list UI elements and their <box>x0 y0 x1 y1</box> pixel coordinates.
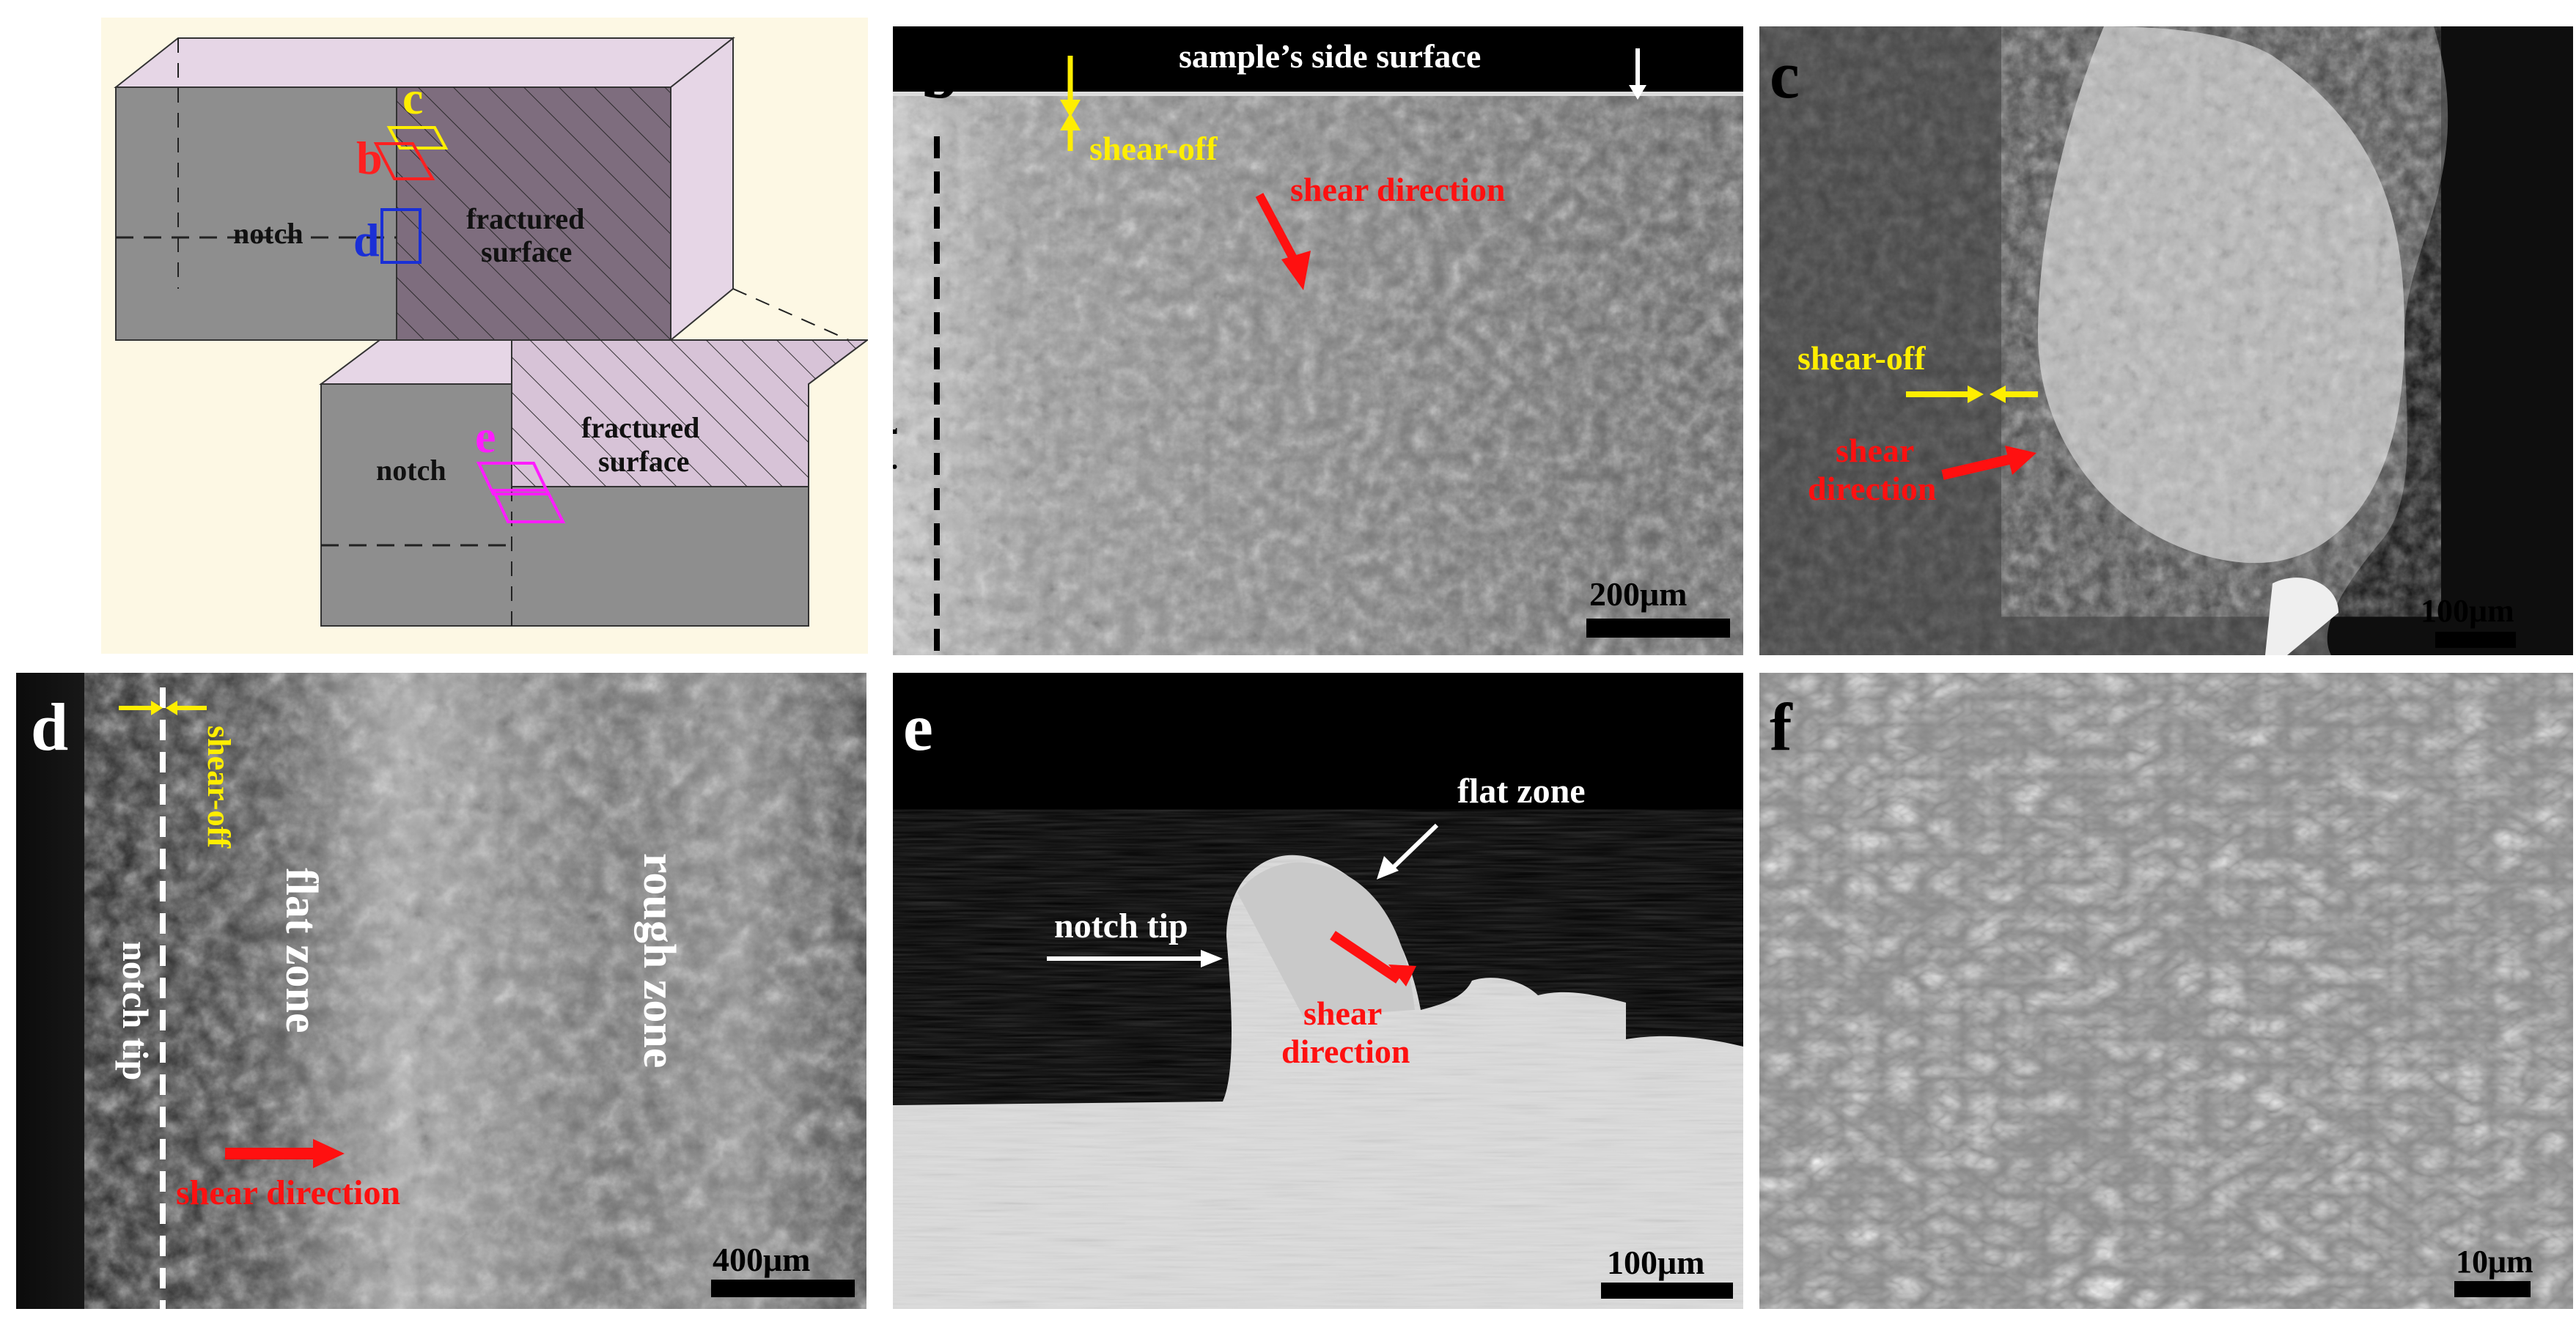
panel-b-sem: b sample’s side surface shear-off shear … <box>893 26 1743 655</box>
notch-tip-text-d: notch tip <box>115 941 156 1081</box>
flat-zone-text-e: flat zone <box>1457 772 1586 811</box>
panel-a-schematic: a c b d e notch fractured surface notch … <box>101 18 868 654</box>
scale-text-c: 100μm <box>2421 593 2514 629</box>
shear-direction-text-d: shear direction <box>176 1173 401 1212</box>
shear-off-text: shear-off <box>1089 130 1218 167</box>
upper-block-top <box>114 37 735 88</box>
panel-d-sem: d shear-off flat zone notch tip rough zo… <box>16 673 866 1309</box>
notch-label-lower: notch <box>376 454 446 487</box>
shear-text-e: shear <box>1303 995 1383 1032</box>
fractured-label-lower-1: fractured <box>581 411 700 444</box>
upper-block-right <box>670 36 734 342</box>
notch-label-upper: notch <box>233 217 303 250</box>
schematic-drawing <box>114 36 868 627</box>
panel-f-label: f <box>1770 690 1792 764</box>
box-d-marker <box>380 208 422 264</box>
scale-text-b: 200μm <box>1589 575 1688 613</box>
panel-c-label: c <box>1770 37 1800 112</box>
scale-bar-e <box>1601 1283 1733 1299</box>
box-c-letter: c <box>402 72 424 124</box>
notch-tip-text-e: notch tip <box>1054 907 1188 945</box>
scale-bar-f <box>2454 1281 2531 1297</box>
fractured-label-upper-1: fractured <box>466 202 585 235</box>
box-b-marker <box>373 142 435 180</box>
box-b-letter: b <box>356 132 383 184</box>
panel-e-sem: e flat zone notch tip shear direction 10… <box>893 673 1743 1309</box>
panel-c-sem: c shear-off shear direction 100μm <box>1759 26 2573 655</box>
panel-e-label: e <box>903 690 933 764</box>
rough-zone-text: rough zone <box>634 853 684 1069</box>
panel-d-label: d <box>31 690 69 764</box>
shear-direction-text: shear direction <box>1290 171 1506 208</box>
fractured-label-lower-2: surface <box>598 445 690 478</box>
scale-text-d: 400μm <box>713 1241 811 1278</box>
scale-text-e: 100μm <box>1607 1244 1705 1281</box>
scale-text-f: 10μm <box>2456 1244 2533 1280</box>
panel-b-label: b <box>921 37 959 112</box>
shear-text-c: shear <box>1836 432 1915 469</box>
flat-zone-text: flat zone <box>276 868 326 1033</box>
scale-bar-c <box>2435 632 2516 648</box>
side-surface-text: sample’s side surface <box>1179 37 1482 75</box>
fractured-label-upper-2: surface <box>481 235 573 268</box>
notch-tip-text: notch tip <box>893 371 902 488</box>
box-d-letter: d <box>353 214 380 266</box>
shear-off-text-d: shear-off <box>201 726 237 848</box>
box-e-letter: e <box>475 410 496 462</box>
shear-off-text-c: shear-off <box>1797 339 1926 377</box>
box-c-marker <box>386 126 449 150</box>
scale-bar-b <box>1586 619 1730 638</box>
direction-text-c: direction <box>1808 470 1937 507</box>
direction-text-e: direction <box>1281 1033 1410 1070</box>
scale-bar-d <box>711 1280 855 1297</box>
panel-f-sem: f 10μm <box>1759 673 2573 1309</box>
